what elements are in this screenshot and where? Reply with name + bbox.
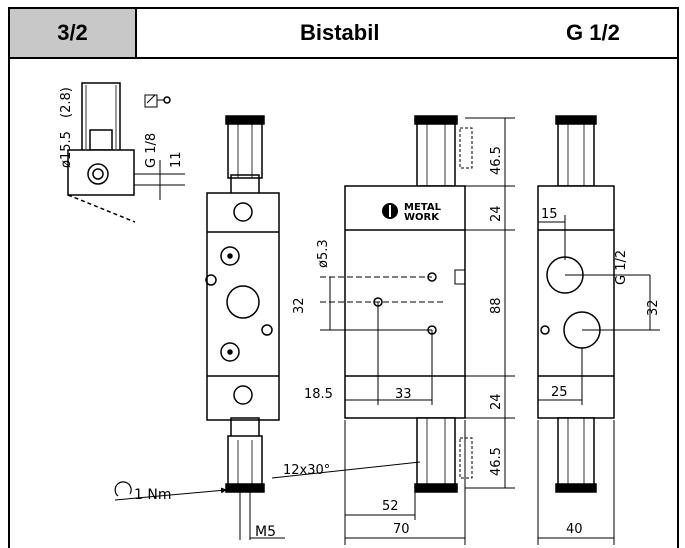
ports-label: 3/2 bbox=[57, 20, 88, 45]
logo-line-2: WORK bbox=[404, 212, 440, 223]
dim-side-port-v: 32 bbox=[646, 299, 661, 316]
drawing-frame bbox=[8, 59, 679, 548]
dim-pilot-port: G 1/8 bbox=[144, 133, 159, 168]
dim-hole-offset-x: 18.5 bbox=[304, 387, 333, 402]
title-bar: 3/2 Bistabil G 1/2 bbox=[8, 7, 679, 59]
logo-line-1: METAL bbox=[404, 202, 442, 213]
dim-body-top: 24 bbox=[489, 205, 504, 222]
side-view bbox=[537, 115, 615, 493]
dim-side-port-thread: G 1/2 bbox=[614, 250, 629, 285]
dim-body-bot: 24 bbox=[489, 393, 504, 410]
dim-side-port-offset: 15 bbox=[541, 207, 558, 222]
center-view bbox=[344, 115, 473, 493]
dim-body-mid: 88 bbox=[489, 297, 504, 314]
dim-hole-spacing-x: 33 bbox=[395, 387, 412, 402]
torque-arrow-icon bbox=[114, 481, 132, 497]
dim-coil-diameter: ø15.5 bbox=[59, 131, 74, 168]
dim-mount-hole: ø5.3 bbox=[316, 239, 331, 268]
front-view bbox=[205, 115, 280, 540]
ports-cell bbox=[10, 9, 137, 57]
dim-solenoid-bot: 46.5 bbox=[489, 447, 504, 476]
pilot-detail-view bbox=[67, 82, 185, 223]
dim-connector-thread: M5 bbox=[255, 524, 276, 540]
type-label: Bistabil bbox=[300, 20, 380, 45]
dim-hole-spacing-v: 32 bbox=[292, 297, 307, 314]
dim-screw: 12x30° bbox=[283, 463, 330, 478]
dim-width-52: 52 bbox=[382, 499, 399, 514]
dim-torque: 1 Nm bbox=[134, 487, 171, 503]
dim-width-70: 70 bbox=[393, 522, 410, 537]
dim-side-port-x: 25 bbox=[551, 385, 568, 400]
dim-coil-paren: (2.8) bbox=[59, 87, 74, 118]
dim-pilot-offset: 11 bbox=[169, 151, 184, 168]
dim-side-width: 40 bbox=[566, 522, 583, 537]
thread-label: G 1/2 bbox=[566, 20, 620, 45]
dim-solenoid-top: 46.5 bbox=[489, 146, 504, 175]
